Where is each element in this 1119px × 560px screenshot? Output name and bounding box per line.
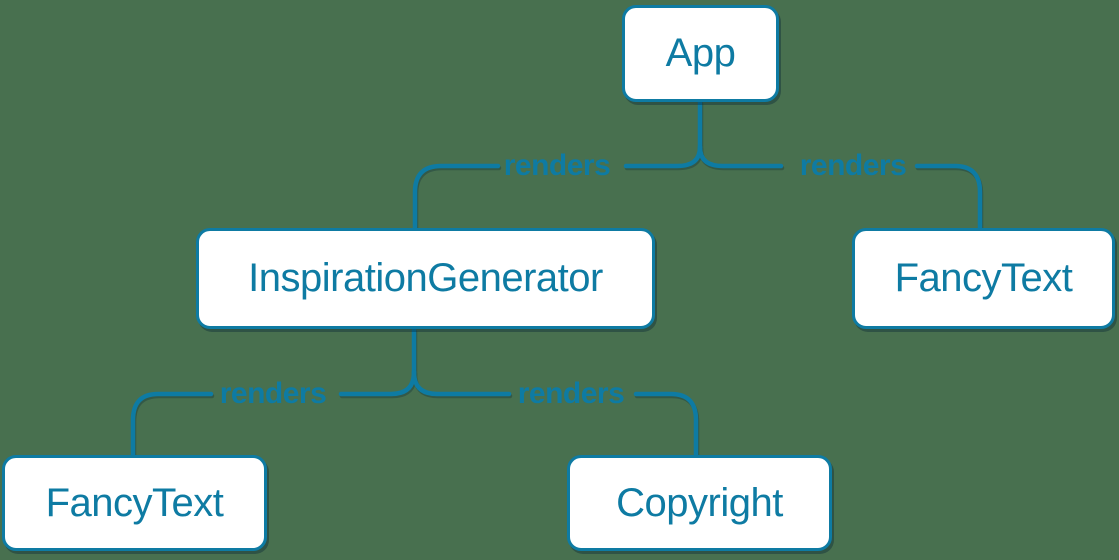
node-inspiration-generator: InspirationGenerator	[196, 228, 655, 329]
edge-label-renders-app-fancytext: renders	[799, 149, 907, 182]
node-app-label: App	[665, 31, 736, 75]
node-fancy-text-bottom-label: FancyText	[45, 480, 224, 525]
edge-inspirationgenerator-to-copyright-right-segment	[633, 391, 699, 458]
edge-inspirationgenerator-to-copyright-left-segment	[411, 369, 512, 397]
edge-inspirationgenerator-to-fancytext-right-segment	[338, 369, 417, 397]
edge-label-renders-app-inspirationgenerator: renders	[503, 149, 611, 182]
node-copyright-label: Copyright	[616, 480, 783, 525]
edge-label-renders-inspirationgenerator-fancytext: renders	[219, 377, 327, 410]
edge-app-to-inspirationgenerator-right-segment	[412, 163, 501, 231]
edge-app-to-fancytext-right-segment	[914, 163, 983, 231]
edge-label-renders-inspirationgenerator-copyright: renders	[517, 377, 625, 410]
node-fancy-text-top: FancyText	[852, 228, 1115, 329]
node-app: App	[622, 5, 779, 102]
edge-inspirationgenerator-to-fancytext-left-segment	[130, 391, 214, 458]
node-copyright: Copyright	[567, 455, 832, 551]
edge-app-to-fancytext-left-segment	[697, 144, 784, 169]
node-fancy-text-bottom: FancyText	[2, 455, 267, 551]
edge-app-to-inspirationgenerator-left-segment	[623, 144, 703, 169]
node-fancy-text-top-label: FancyText	[894, 256, 1073, 300]
node-inspiration-generator-label: InspirationGenerator	[248, 256, 603, 300]
